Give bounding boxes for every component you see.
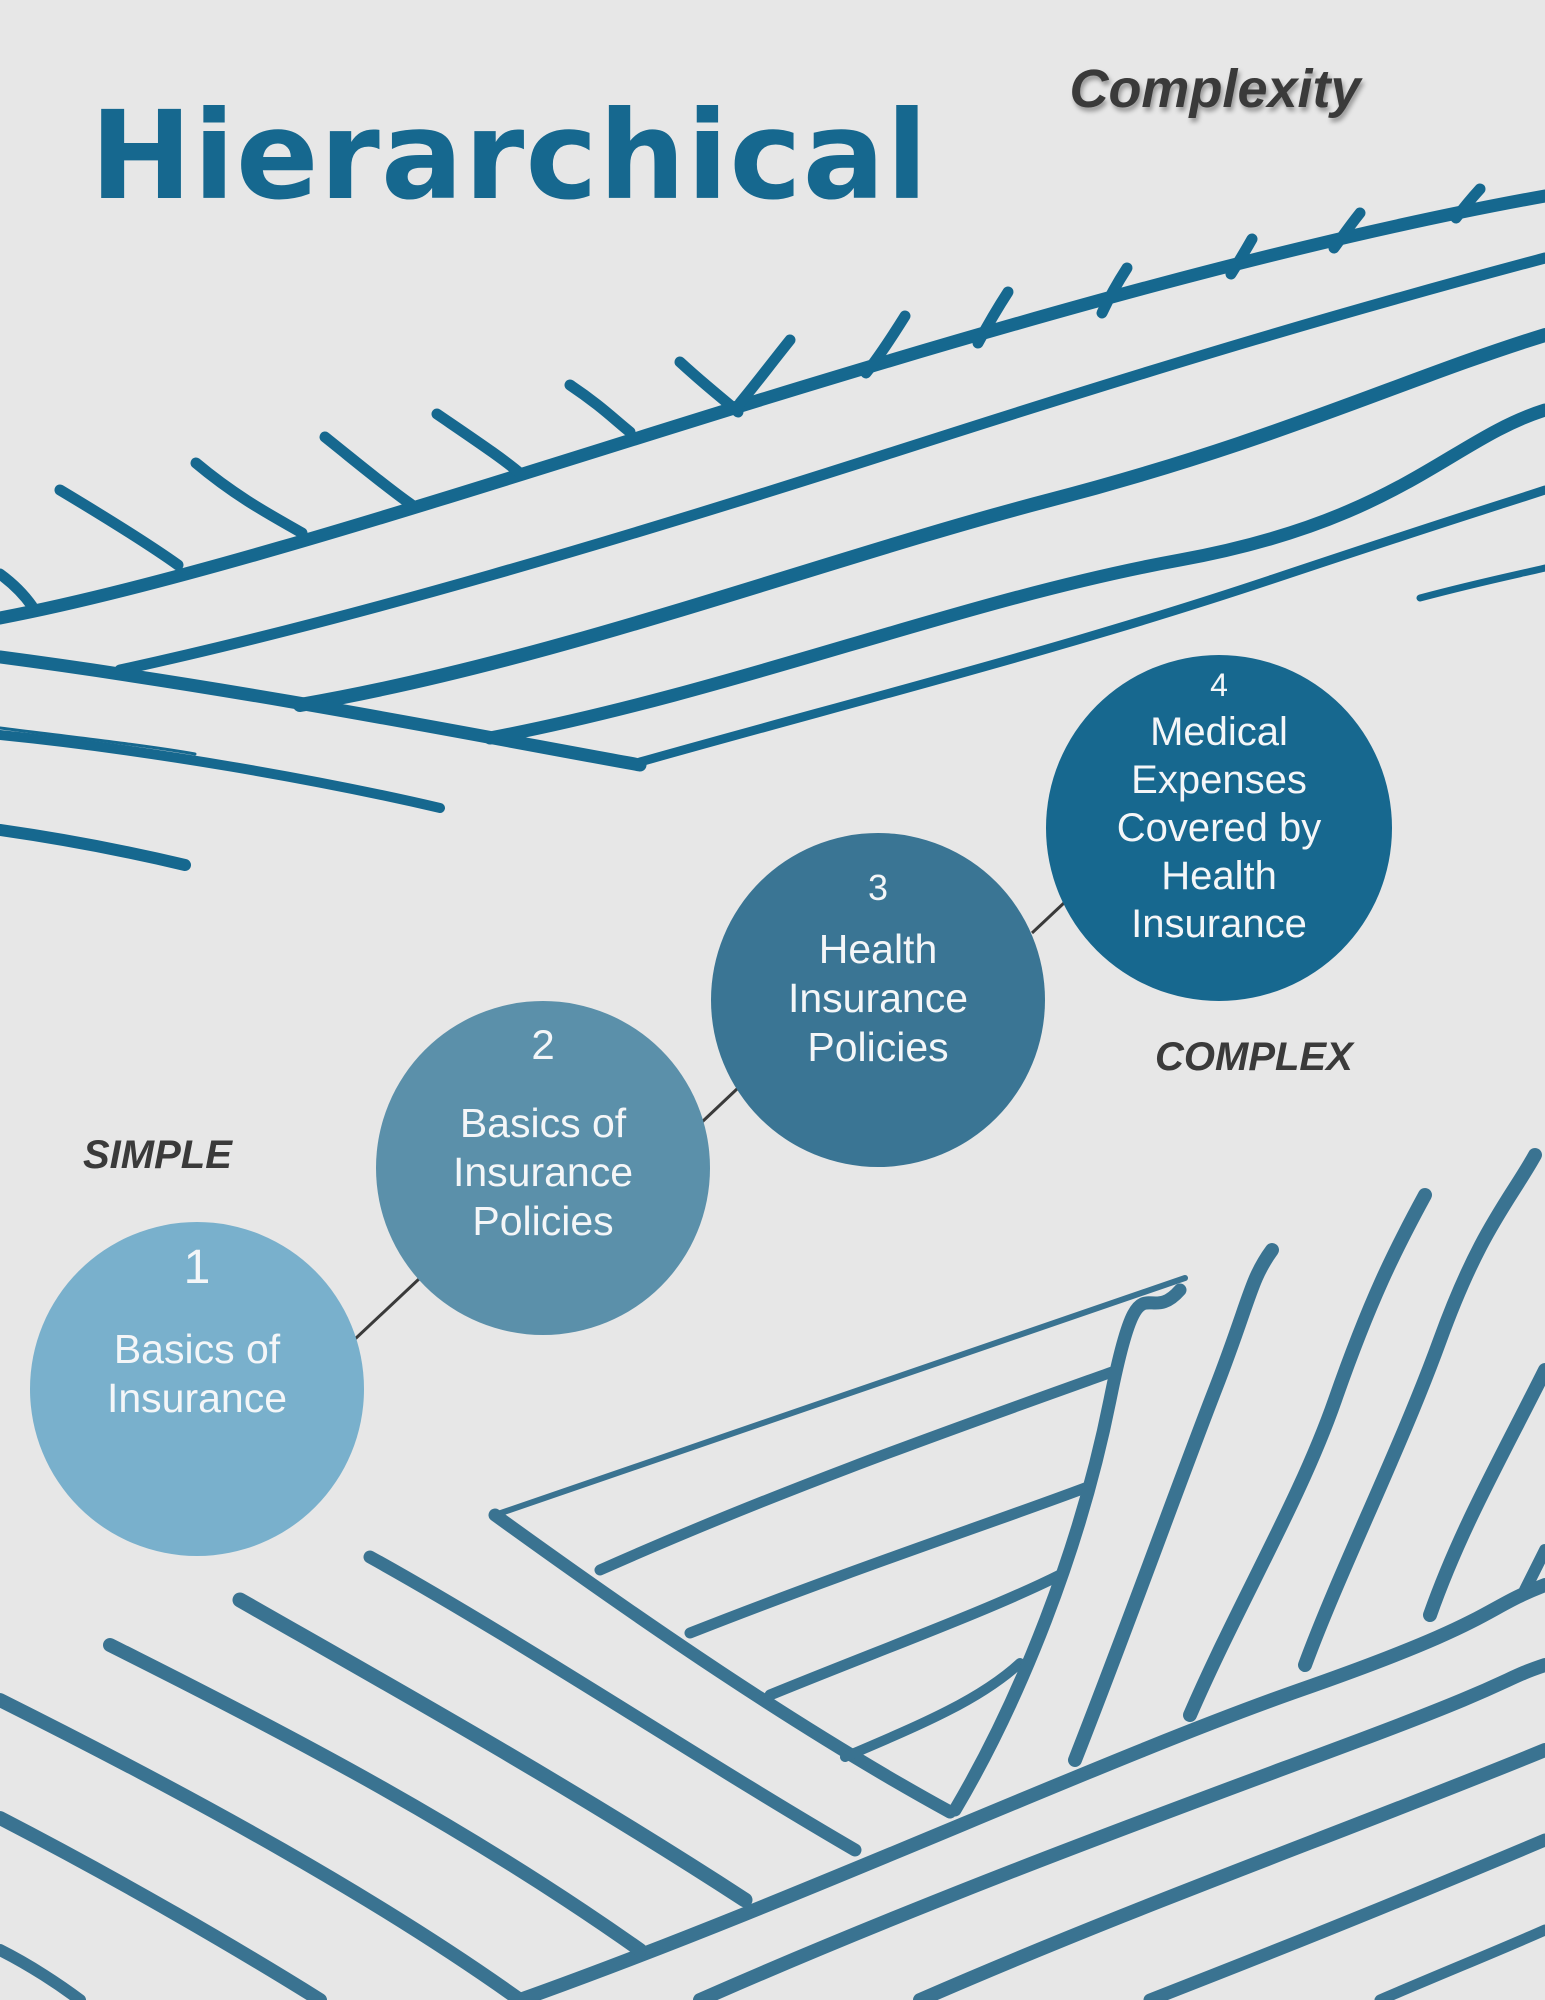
step-label: Basics of Insurance Policies — [376, 1099, 710, 1247]
step-label: Health Insurance Policies — [711, 925, 1045, 1073]
step-circle-3: 3 Health Insurance Policies — [711, 833, 1045, 1167]
step-label: Medical Expenses Covered by Health Insur… — [1046, 708, 1392, 948]
step-circle-4: 4 Medical Expenses Covered by Health Ins… — [1046, 655, 1392, 1001]
step-circle-2: 2 Basics of Insurance Policies — [376, 1001, 710, 1335]
step-number: 3 — [711, 867, 1045, 909]
step-number: 1 — [30, 1240, 364, 1295]
step-number: 2 — [376, 1021, 710, 1069]
step-circle-1: 1 Basics of Insurance — [30, 1222, 364, 1556]
step-number: 4 — [1046, 667, 1392, 704]
step-label: Basics of Insurance — [30, 1325, 364, 1423]
